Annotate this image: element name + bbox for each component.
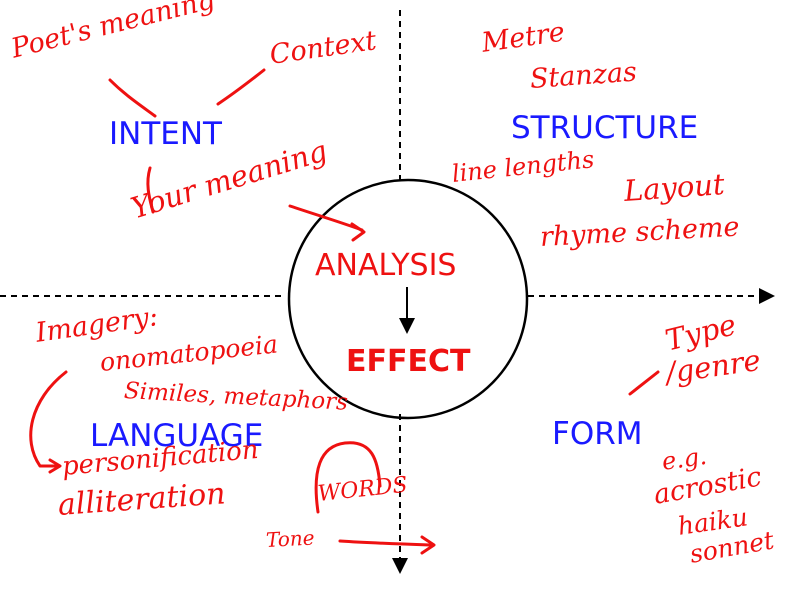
tone-arrow [338, 539, 432, 547]
tone-arrowhead [420, 535, 436, 555]
language-title: LANGUAGE [90, 418, 264, 454]
your-meaning-arrowhead [350, 222, 366, 242]
type-genre-slash [628, 370, 660, 396]
structure-note-layout: Layout [622, 167, 726, 208]
imagery-bracket [29, 370, 68, 468]
center-circle [287, 178, 529, 420]
your-meaning-arrow [288, 204, 364, 232]
intent-title: INTENT [109, 116, 222, 152]
words-loop [314, 441, 382, 514]
intent-down-connector [146, 166, 155, 214]
language-note-tone: Tone [265, 525, 316, 552]
context-connector [216, 68, 266, 106]
structure-title: STRUCTURE [511, 110, 699, 146]
form-title: FORM [552, 416, 643, 452]
poet-meaning-connector [108, 78, 157, 118]
bracket-arrowhead [48, 458, 62, 474]
analysis-label: ANALYSIS [315, 248, 457, 283]
effect-label: EFFECT [346, 344, 471, 379]
